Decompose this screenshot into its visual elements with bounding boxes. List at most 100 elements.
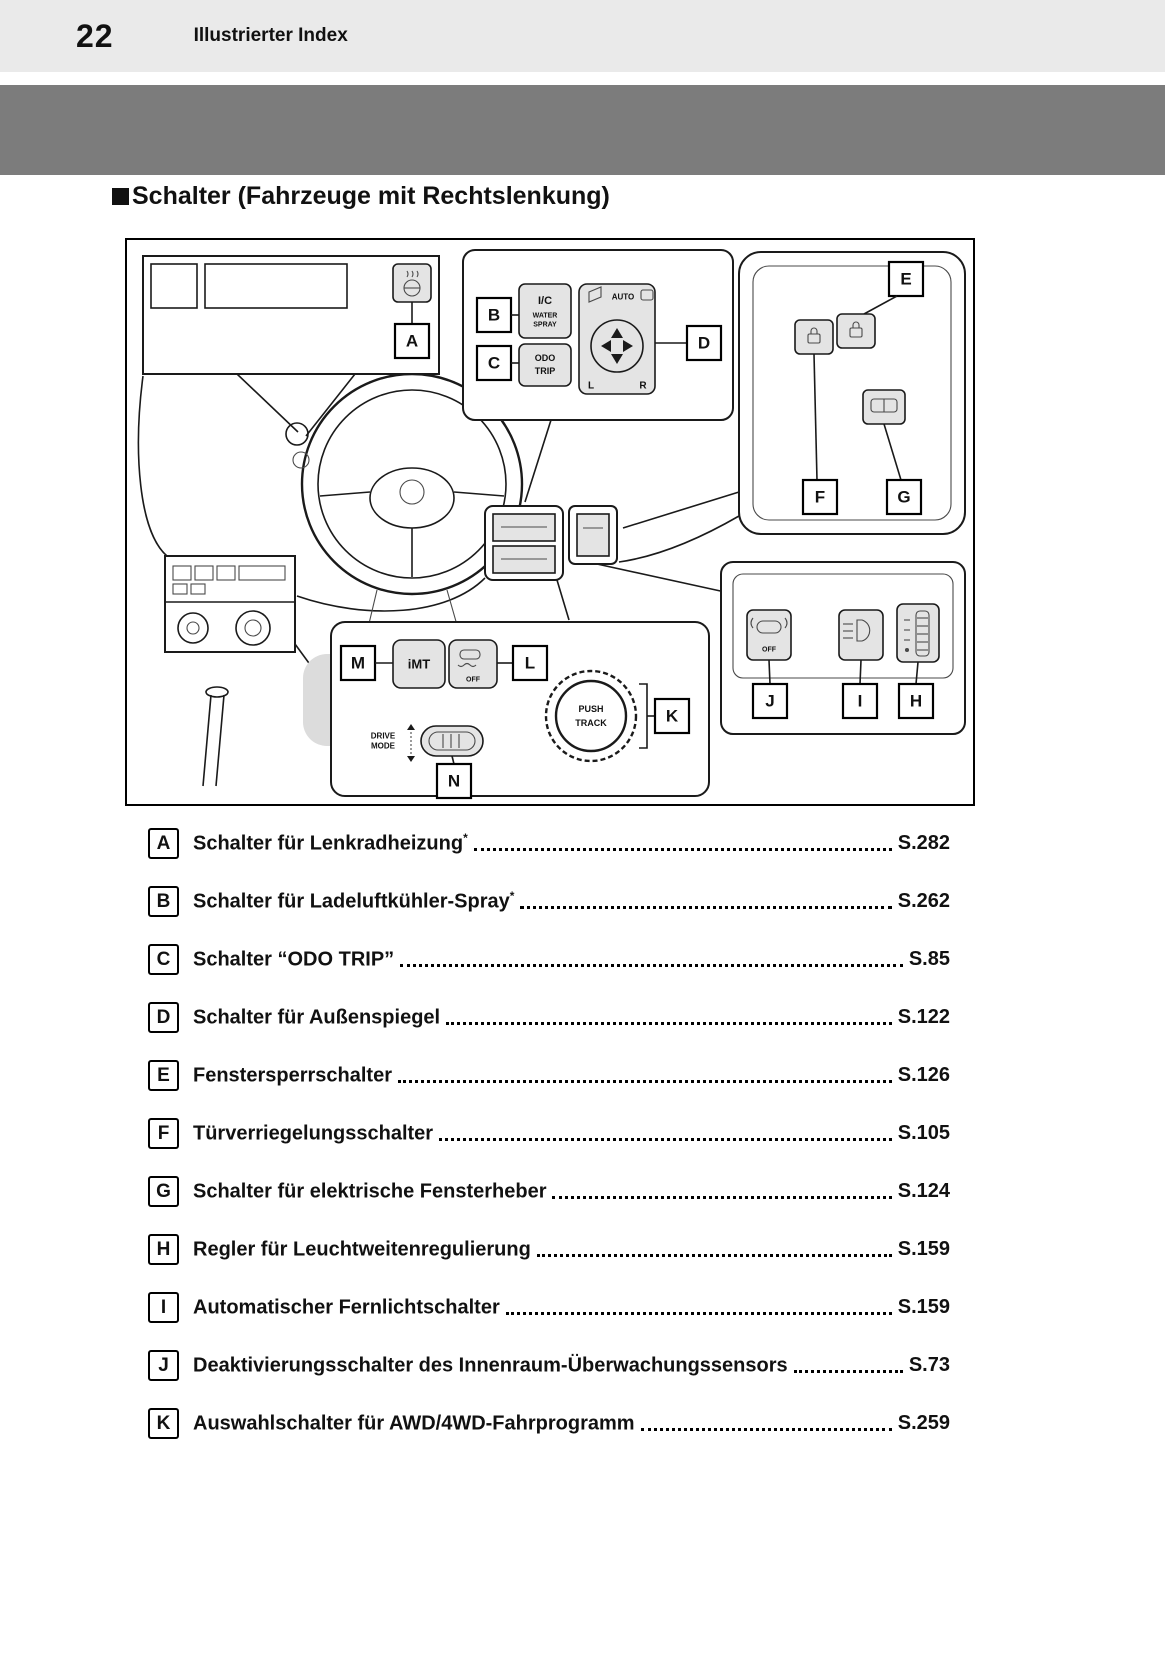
awd-knob-label-2: TRACK — [575, 718, 607, 728]
page-number: 22 — [76, 17, 114, 54]
index-label: Türverriegelungsschalter — [193, 1121, 433, 1146]
lower-console-inset: M iMT OFF L DRIVE MODE — [330, 621, 710, 800]
callout-m: M — [339, 644, 377, 682]
chapter-band — [0, 85, 1165, 175]
mirror-l-label: L — [588, 381, 594, 392]
index-page-ref: S.73 — [908, 1354, 950, 1376]
callout-e: E — [887, 260, 925, 298]
awd-mode-knob: PUSH TRACK — [544, 669, 638, 763]
callout-k: K — [653, 697, 691, 735]
index-page-ref: S.262 — [897, 890, 950, 912]
mirror-down-arrow-icon — [611, 354, 623, 364]
mirror-icon — [588, 286, 602, 303]
callout-b-letter: B — [488, 306, 500, 325]
imt-switch — [392, 639, 446, 689]
leveling-dial-icon — [904, 610, 930, 657]
index-label: Schalter “ODO TRIP” — [193, 947, 394, 972]
mirror-control: AUTO L R — [578, 283, 656, 395]
callout-m-letter: M — [351, 654, 365, 673]
index-row-e: E Fenstersperrschalter S.126 — [148, 1060, 950, 1091]
drive-mode-up-arrow-icon — [407, 724, 415, 730]
center-control-inset: B I/C WATER SPRAY C ODO TRIP AUTO — [462, 249, 734, 421]
index-page-ref: S.159 — [897, 1238, 950, 1260]
index-label-text: Automatischer Fernlichtschalter — [193, 1296, 500, 1319]
switch-location-illustration: A B I/C WATER SPRAY C — [137, 249, 966, 800]
index-label-text: Schalter für Ladeluftkühler-Spray — [193, 890, 510, 913]
index-letter: G — [148, 1176, 179, 1207]
callout-c-letter: C — [488, 354, 500, 373]
index-page-ref: S.126 — [897, 1064, 950, 1086]
index-label-text: Auswahlschalter für AWD/4WD-Fahrprogramm — [193, 1412, 635, 1435]
intrusion-sensor-off-icon — [750, 617, 788, 634]
index-label-text: Regler für Leuchtweitenregulierung — [193, 1238, 531, 1261]
dotted-leader — [446, 1022, 892, 1025]
index-letter: F — [148, 1118, 179, 1149]
index-page-ref: S.122 — [897, 1006, 950, 1028]
mirror-up-arrow-icon — [611, 328, 623, 338]
index-label-text: Schalter für Außenspiegel — [193, 1006, 441, 1029]
section-bullet-icon — [112, 188, 129, 205]
dotted-leader — [397, 1080, 892, 1083]
index-letter: B — [148, 886, 179, 917]
index-letter: D — [148, 1002, 179, 1033]
drive-mode-label-1: DRIVE — [371, 732, 396, 741]
dotted-leader — [536, 1254, 892, 1257]
index-label-text: Schalter “ODO TRIP” — [193, 948, 395, 971]
drive-mode-label-2: MODE — [371, 742, 396, 751]
driver-side-switch-panel: OFF — [720, 561, 966, 735]
index-page-ref: S.85 — [908, 948, 950, 970]
index-row-g: G Schalter für elektrische Fensterheber … — [148, 1176, 950, 1207]
index-letter: H — [148, 1234, 179, 1265]
dash-linework — [137, 373, 740, 697]
intercooler-label-3: SPRAY — [533, 322, 557, 329]
index-letter: E — [148, 1060, 179, 1091]
intrusion-off-label: OFF — [762, 647, 777, 654]
index-label: Auswahlschalter für AWD/4WD-Fahrprogramm — [193, 1411, 635, 1436]
index-row-f: F Türverriegelungsschalter S.105 — [148, 1118, 950, 1149]
index-label: Schalter für Ladeluftkühler-Spray* — [193, 889, 514, 914]
header-section-title: Illustrierter Index — [193, 25, 348, 46]
callout-f: F — [801, 478, 839, 516]
index-row-a: A Schalter für Lenkradheizung* S.282 — [148, 828, 950, 859]
callout-l: L — [511, 644, 549, 682]
climate-control-panel — [164, 555, 296, 653]
dotted-leader — [505, 1312, 892, 1315]
callout-n-letter: N — [448, 772, 460, 791]
vsc-off-icon — [457, 649, 481, 668]
odo-trip-switch — [518, 343, 572, 387]
index-page-ref: S.105 — [897, 1122, 950, 1144]
intercooler-spray-switch — [518, 283, 572, 339]
dotted-leader — [520, 906, 892, 909]
door-panel-inset: E — [738, 251, 966, 535]
section-heading-text: Schalter (Fahrzeuge mit Rechtslenkung) — [132, 182, 610, 210]
auto-high-beam-icon — [843, 619, 871, 642]
index-label-text: Schalter für Lenkradheizung — [193, 832, 464, 855]
index-letter: C — [148, 944, 179, 975]
index-page-ref: S.282 — [897, 832, 950, 854]
dotted-leader — [400, 964, 903, 967]
intercooler-label-2: WATER — [533, 313, 558, 320]
section-heading: Schalter (Fahrzeuge mit Rechtslenkung) — [112, 182, 610, 211]
odo-label-1: ODO — [535, 353, 556, 363]
dotted-leader — [552, 1196, 892, 1199]
door-lock-switch — [794, 319, 834, 355]
index-label: Schalter für Außenspiegel — [193, 1005, 440, 1030]
steering-column-switches — [484, 505, 618, 581]
callout-n: N — [435, 762, 473, 800]
callout-h-letter: H — [910, 692, 922, 711]
callout-g: G — [885, 478, 923, 516]
dotted-leader — [640, 1428, 892, 1431]
vsc-off-label: OFF — [466, 677, 481, 684]
switches-diagram: A B I/C WATER SPRAY C — [125, 238, 975, 806]
mirror-r-label: R — [639, 381, 647, 392]
drive-mode-down-arrow-icon — [407, 756, 415, 762]
callout-l-letter: L — [525, 654, 535, 673]
index-page-ref: S.159 — [897, 1296, 950, 1318]
index-row-j: J Deaktivierungsschalter des Innenraum-Ü… — [148, 1350, 950, 1381]
intercooler-label-1: I/C — [538, 295, 552, 307]
callout-c: C — [475, 344, 513, 382]
page-header: 22 Illustrierter Index — [0, 0, 1165, 72]
mirror-right-arrow-icon — [623, 340, 633, 352]
index-row-c: C Schalter “ODO TRIP” S.85 — [148, 944, 950, 975]
index-row-h: H Regler für Leuchtweitenregulierung S.1… — [148, 1234, 950, 1265]
